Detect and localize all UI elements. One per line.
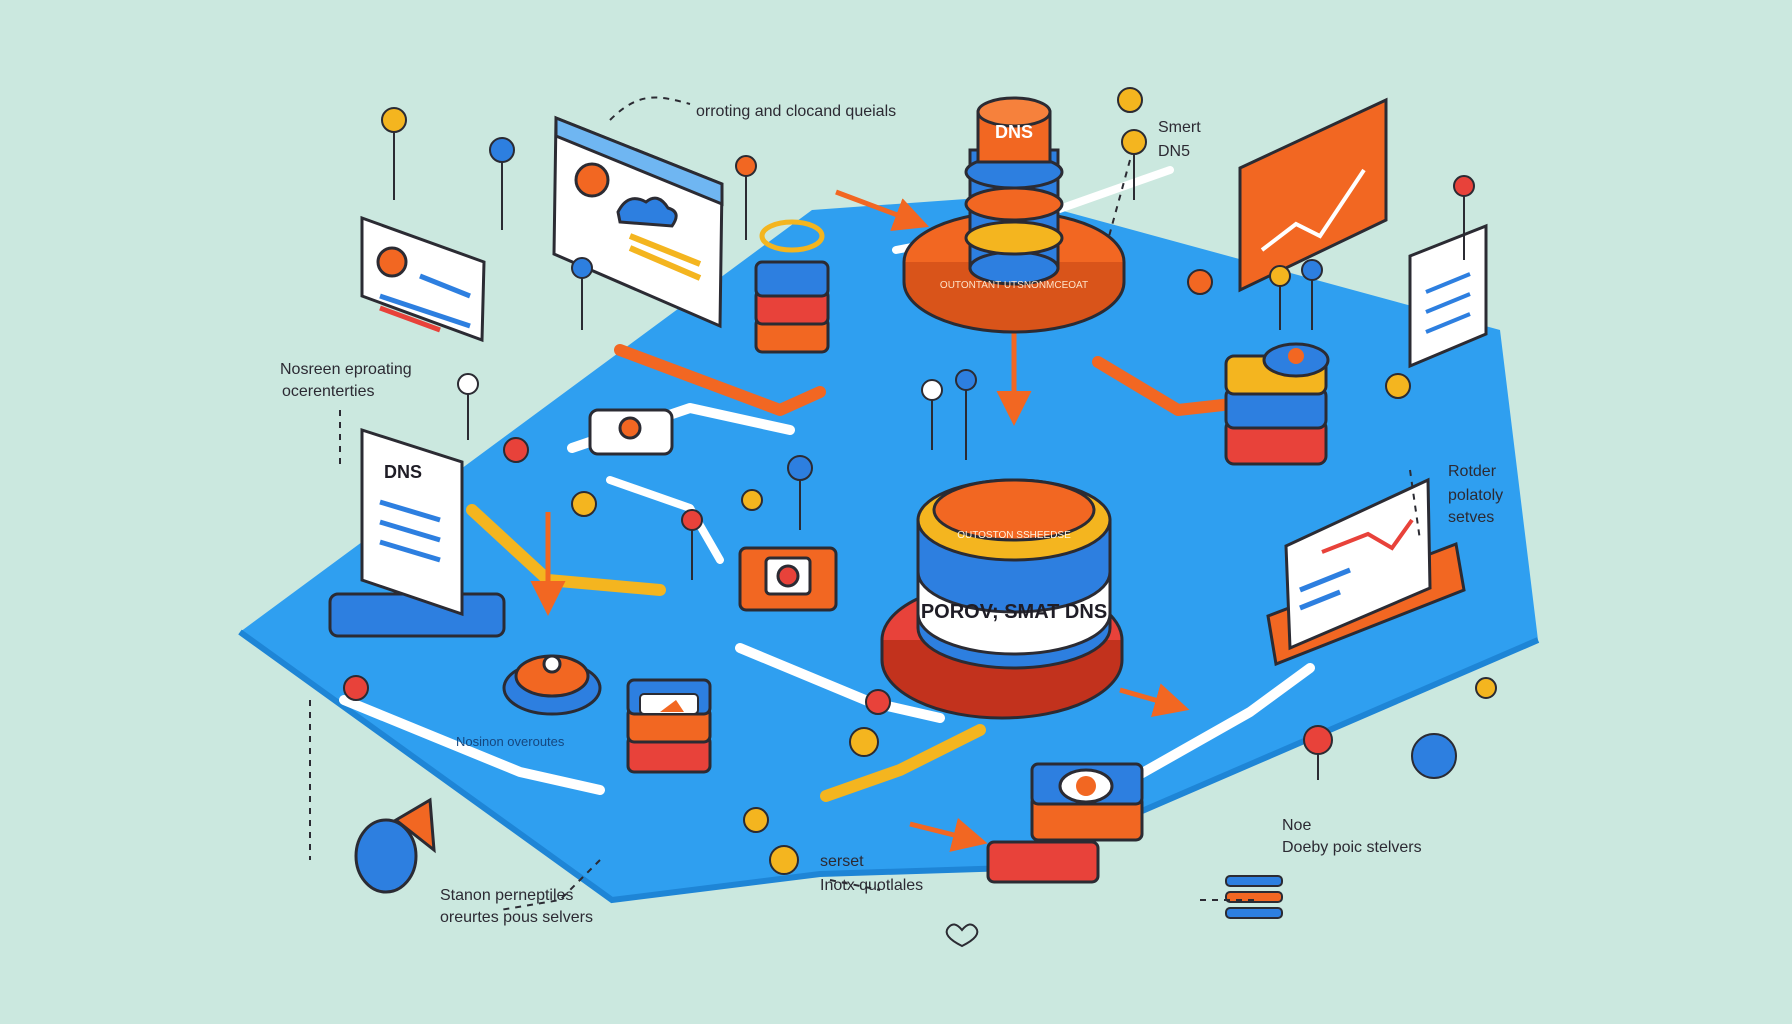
label-bottom-left-1: Stanon perneptiles bbox=[440, 887, 573, 904]
label-bottom-center-1: serset bbox=[820, 853, 864, 870]
server-stack-upper-left bbox=[754, 219, 830, 354]
label-right-mid-1: Rotder bbox=[1448, 463, 1497, 480]
server-stack-right bbox=[1224, 342, 1330, 466]
dns-tower-label: DNS bbox=[995, 122, 1033, 142]
server-stack-bottom-left bbox=[626, 678, 712, 774]
panel-chart-right-stack bbox=[1266, 477, 1466, 667]
panel-chart-top-right bbox=[1238, 97, 1388, 293]
label-top-right: Smert bbox=[1158, 119, 1201, 136]
dns-sign-label: DNS bbox=[384, 462, 422, 482]
network-platform bbox=[238, 196, 1540, 904]
leader-lines bbox=[309, 96, 1421, 911]
cloud-icon bbox=[616, 196, 678, 228]
speaker-icon bbox=[354, 797, 436, 894]
label-left-upper-1: Nosreen eproating bbox=[280, 361, 412, 378]
label-bottom-center-2: Inotx quotlales bbox=[820, 877, 923, 894]
diagram-labels: orroting and clocand queials Smert DN5 N… bbox=[280, 103, 1503, 926]
label-bottom-right-2: Doeby poic stelvers bbox=[1282, 839, 1422, 856]
heart-icon bbox=[945, 923, 979, 948]
label-top-right-2: DN5 bbox=[1158, 143, 1190, 160]
label-left-upper-2: ocerenterties bbox=[282, 383, 375, 400]
label-platform-left: Nosinon overoutes bbox=[456, 734, 565, 749]
legend-bars-icon bbox=[1225, 875, 1283, 919]
label-bottom-left-2: oreurtes pous selvers bbox=[440, 909, 593, 926]
dns-tower-ring-label: OUTONTANT UTSNONMCEOAT bbox=[940, 280, 1088, 291]
dns-drum-label: POROV; SMAT DNS bbox=[921, 601, 1107, 623]
label-right-mid-3: setves bbox=[1448, 509, 1494, 526]
panel-gear-left bbox=[360, 215, 486, 343]
panel-doc-right bbox=[1408, 223, 1488, 369]
chart-icon bbox=[1260, 168, 1366, 252]
dns-drum-central: OUTOSTON SSHEEDSE POROV; SMAT DNS bbox=[880, 478, 1124, 720]
panel-sun-cloud bbox=[552, 115, 724, 329]
label-bottom-right-1: Noe bbox=[1282, 817, 1311, 834]
dns-drum-ring-label: OUTOSTON SSHEEDSE bbox=[957, 530, 1071, 541]
flow-arrows bbox=[530, 189, 1190, 852]
sun-icon bbox=[574, 162, 610, 198]
server-stack-bottom-center bbox=[986, 762, 1144, 884]
network-nodes bbox=[328, 408, 838, 716]
dns-tower-main: DNS OUTONTANT UTSNONMCEOAT bbox=[902, 96, 1126, 334]
label-right-mid-2: polatoly bbox=[1448, 487, 1503, 504]
panel-dns-left: DNS bbox=[360, 427, 464, 617]
pin-markers bbox=[343, 87, 1497, 875]
label-top-center: orroting and clocand queials bbox=[696, 103, 896, 120]
